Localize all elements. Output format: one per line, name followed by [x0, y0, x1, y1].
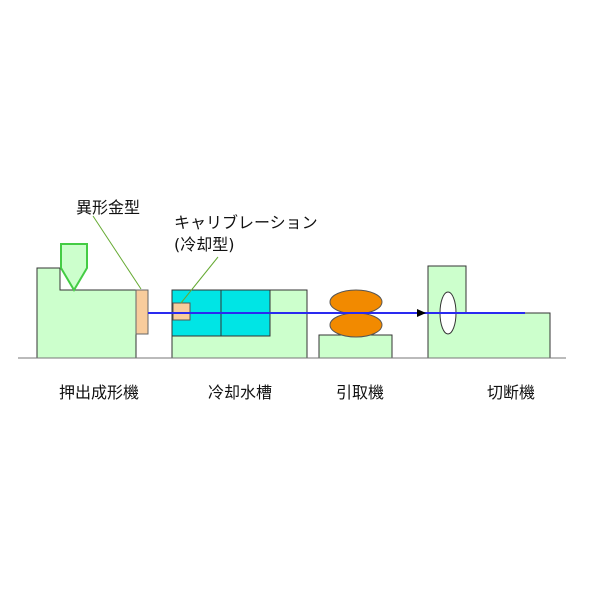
puller-label: 引取機 — [336, 383, 384, 402]
puller-roller-bottom — [329, 312, 383, 338]
calibration-callout-line1: キャリブレーション — [174, 213, 318, 232]
calibration-leader-line — [180, 256, 219, 304]
die-leader-line — [92, 215, 142, 290]
extruder-body — [36, 267, 137, 359]
cooling-tank-machine — [171, 289, 308, 359]
hopper-icon — [60, 243, 88, 292]
profile-die — [135, 289, 149, 335]
puller-machine — [318, 289, 393, 359]
cooling-tank-label: 冷却水槽 — [208, 383, 272, 402]
cutter-label: 切断機 — [487, 383, 535, 402]
flow-arrow-icon — [417, 309, 426, 317]
calibration-callout-line2: (冷却型) — [174, 235, 235, 254]
die-callout-label: 異形金型 — [76, 198, 140, 217]
calibration-sizer — [172, 302, 191, 321]
puller-base — [318, 334, 393, 359]
extruder-label: 押出成形機 — [59, 383, 139, 402]
extruder-machine — [36, 243, 149, 359]
puller-roller-top — [329, 289, 383, 315]
